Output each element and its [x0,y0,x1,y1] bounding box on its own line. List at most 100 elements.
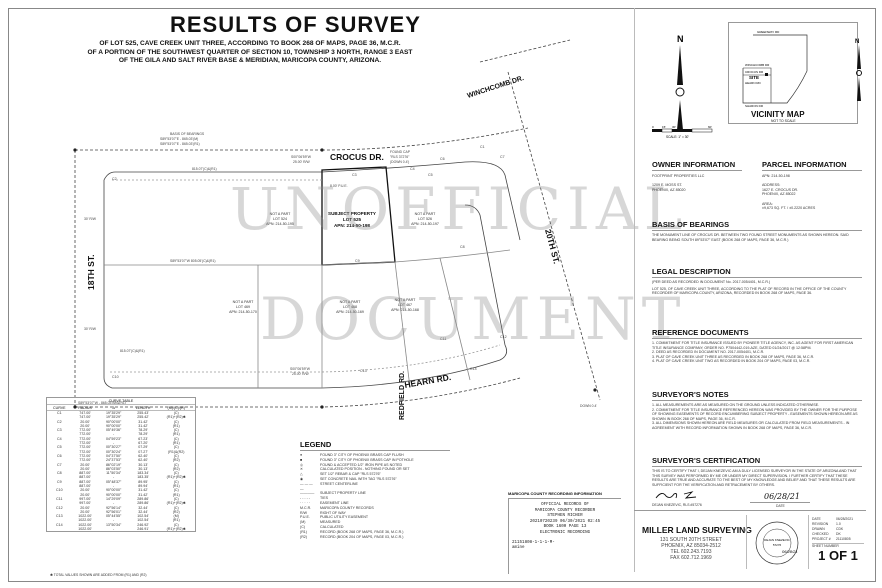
curve-table-cell: 30.13' [138,466,148,471]
curve-table-row: 20.00'90°00'00"31.42'(R1) [47,424,195,428]
legend-item: · · · · ·EASEMENT LINE [300,501,450,506]
references-heading: REFERENCE DOCUMENTS [652,328,862,339]
legend-symbol-icon: ◎ [300,462,304,467]
legend-heading: LEGEND [300,440,450,451]
curve-table-cell: (C) [173,496,179,501]
curve-table-cell: 20.00' [80,505,90,510]
svg-text:30': 30' [672,125,676,129]
svg-text:S89°53'07"E - 865.03'(R1): S89°53'07"E - 865.03'(R1) [160,142,200,146]
svg-text:S89°53'07"W - 865.03'(M)&(R1): S89°53'07"W - 865.03'(M)&(R1) [78,401,126,405]
vicinity-map-subtitle: NOT TO SCALE [771,119,796,123]
curve-table-cell: - [113,501,115,506]
curve-table-cell: 78.29' [138,428,148,433]
curve-table-cell: 102.54' [137,518,149,523]
svg-text:LOT 526: LOT 526 [418,217,432,221]
legend-text: SET CONCRETE NAIL WITH TAG "RLS 57276" [320,476,397,481]
plat-drawing: BASIS OF BEARINGS S89°53'07"E - 865.03'(… [73,39,601,420]
curve-table-cell: 07.29' [138,445,148,450]
curve-table-cell: 255.43' [137,411,149,415]
legend-item: M.C.R.MARICOPA COUNTY RECORDS [300,506,450,511]
svg-text:C6: C6 [440,157,445,161]
svg-text:C8: C8 [460,245,465,249]
svg-text:S00°06'59"W: S00°06'59"W [290,367,311,371]
curve-table-cell: - [113,441,115,446]
survey-sheet [8,8,876,582]
legend-text: RECORD (BOOK 268 OF MAPS, PAGE 36, M.C.R… [320,529,404,534]
svg-text:LOT 467: LOT 467 [398,303,412,307]
svg-text:C13: C13 [360,369,367,373]
curve-table-cell: (C) [173,436,179,441]
svg-text:APN: 214-50-198: APN: 214-50-198 [334,223,370,228]
curve-table-cell: 04°59'23" [105,436,122,441]
svg-text:FOUND CAP: FOUND CAP [390,150,411,154]
svg-text:NOT A PART: NOT A PART [415,212,437,216]
curve-table-footnote: ✱ TOTAL VALUES SHOWN ARE ADDED FROM (R1)… [50,573,147,577]
legend-text: FOUND 3" CITY OF PHOENIX BRASS CAP FLUSH [320,453,404,457]
curve-table-cell: 1022.00' [78,527,92,532]
svg-text:C5: C5 [428,173,433,177]
svg-text:HEARN RD: HEARN RD [745,81,762,85]
watermark-document: DOCUMENT [260,285,687,353]
curve-table-cell: 183.34' [137,471,149,476]
legend-text: EASEMENT LINE [320,500,349,505]
svg-text:APN: 214-50-197: APN: 214-50-197 [411,222,439,226]
legend-text: MARICOPA COUNTY RECORDS [320,505,374,510]
curve-table-cell: C11 [56,496,63,501]
legend-text: FOUND 3" CITY OF PHOENIX BRASS CAP IN PO… [320,457,414,462]
curve-table-cell: (R1) [172,484,180,489]
curve-table-cell: (R1) [172,518,180,523]
curve-table-cell: (C) [173,488,179,493]
svg-text:C1: C1 [480,145,485,149]
scale-bar: 0 15' 30' 60' SCALE: 1" = 30' [652,125,712,139]
legend-item: - - - - -TIES [300,496,450,501]
legend-text: PUBLIC UTILITY EASEMENT [320,515,369,520]
svg-text:C4: C4 [410,167,415,171]
curve-table-cell: 90°00'00" [105,423,122,428]
svg-text:WINCHCOMB DR: WINCHCOMB DR [745,63,770,67]
legend-symbol-icon: P.U.E. [300,515,310,520]
svg-text:60': 60' [708,125,712,129]
curve-table-cell: (R1) [172,432,180,437]
curve-table-cell: 05°49'36" [105,428,122,433]
curve-table-cell: C4 [56,436,62,441]
svg-text:CROCUS DR: CROCUS DR [745,70,764,74]
legend-text: RIGHT OF WAY [320,510,346,515]
site-marker-icon [765,73,768,76]
curve-table-cell: (C) [173,471,179,476]
surveyor-certification: SURVEYOR'S CERTIFICATION THIS IS TO CERT… [652,456,862,487]
basis-heading: BASIS OF BEARINGS [652,220,862,231]
col-header: Δ [98,405,129,411]
curve-table-cell [47,527,72,531]
curve-table-cell: (M) [173,514,179,519]
curve-table-row: 20.00'90°00'00"31.42'(R1) [47,493,195,497]
curve-table: CURVE TABLE CURVE RADIUS Δ LENGTH (M)/(C… [46,397,196,533]
curve-table-cell: 1022.00' [78,514,92,519]
curve-table-cell: 772.00' [79,441,91,446]
watermark-unofficial: UNOFFICIAL [230,175,689,243]
owner-info: OWNER INFORMATION FOOTPRINT PROPERTIES L… [652,160,742,192]
curve-table-cell: (R1) [172,441,180,446]
surveyor-seal: DEJAN KNEZEVIC 57276 06/28/21 [755,521,799,565]
curve-table-cell: 887.00' [79,471,91,476]
curve-table-cell: 31.42' [138,488,148,493]
curve-table-cell: 31.42' [138,423,148,428]
curve-table-cell: 90°00'00" [105,419,122,424]
curve-table-cell: 05°48'37" [105,479,122,484]
svg-text:DEJAN KNEZEVIC: DEJAN KNEZEVIC [764,538,791,542]
curve-table-cell: 13°50'34" [105,522,122,527]
curve-table-cell: (C) [173,462,179,467]
curve-table-cell: 86°03'50" [105,466,122,471]
legend-symbol-icon: — — — — [300,481,313,491]
curve-table-cell: - [113,518,115,523]
curve-table-cell: 14°29'09" [105,496,122,501]
svg-text:NOT A PART: NOT A PART [340,300,362,304]
svg-text:30' R/W: 30' R/W [84,327,97,331]
svg-text:C3: C3 [352,173,357,177]
curve-table-cell: 102.54' [137,514,149,519]
basis-of-bearings: BASIS OF BEARINGS THE MONUMENT LINE OF C… [652,220,862,242]
